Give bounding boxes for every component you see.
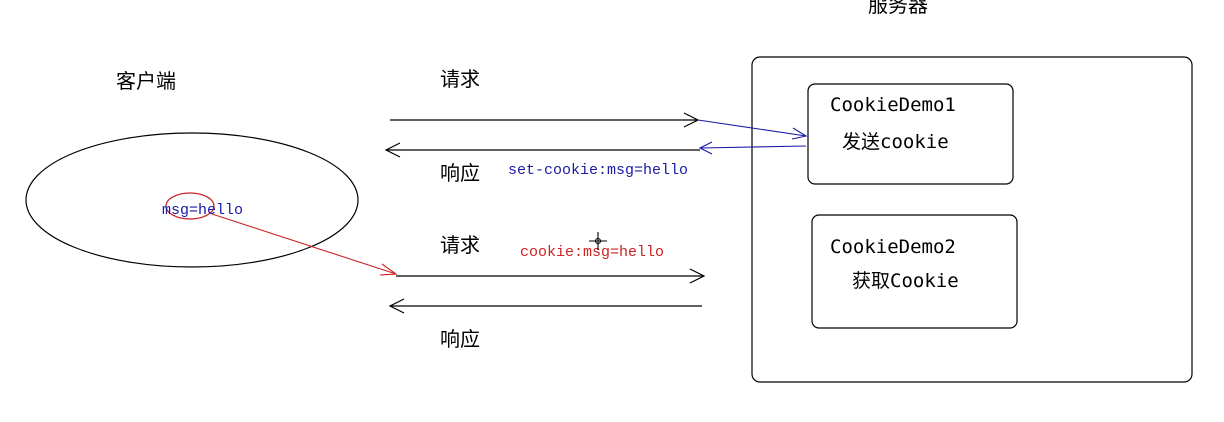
servlet-action-2: 获取Cookie xyxy=(852,270,959,292)
servlet-name-1: CookieDemo1 xyxy=(830,94,956,116)
servlet-action-1: 发送cookie xyxy=(842,131,949,153)
servlet-box-2 xyxy=(811,214,1018,329)
response-label-1: 响应 xyxy=(440,161,480,185)
client-label: 客户端 xyxy=(116,69,176,93)
cookie-send-arrow-head xyxy=(379,263,398,276)
return-arrow-demo1 xyxy=(699,145,807,149)
servlet-name-2: CookieDemo2 xyxy=(830,236,956,258)
return-arrow-demo1-head xyxy=(698,141,713,155)
set-cookie-annotation: set-cookie:msg=hello xyxy=(508,162,688,179)
request-label-1: 请求 xyxy=(440,67,480,91)
response-arrow-1-head xyxy=(384,142,401,158)
response-arrow-2-head xyxy=(388,298,405,314)
forward-arrow-demo1-head xyxy=(791,127,808,140)
server-box xyxy=(751,56,1193,383)
request-arrow-2-head xyxy=(689,268,706,284)
response-label-2: 响应 xyxy=(440,327,480,351)
server-label: 服务器 xyxy=(868,0,928,17)
cookie-send-arrow xyxy=(211,213,397,275)
cookie-annotation: cookie:msg=hello xyxy=(520,244,664,261)
forward-arrow-demo1 xyxy=(697,119,807,137)
client-ellipse xyxy=(25,132,359,268)
cursor-crosshair-icon xyxy=(589,232,607,250)
servlet-box-1 xyxy=(807,83,1014,185)
request-label-2: 请求 xyxy=(440,233,480,257)
cookie-store-highlight xyxy=(165,192,215,220)
cookie-store-text: msg=hello xyxy=(162,202,243,219)
